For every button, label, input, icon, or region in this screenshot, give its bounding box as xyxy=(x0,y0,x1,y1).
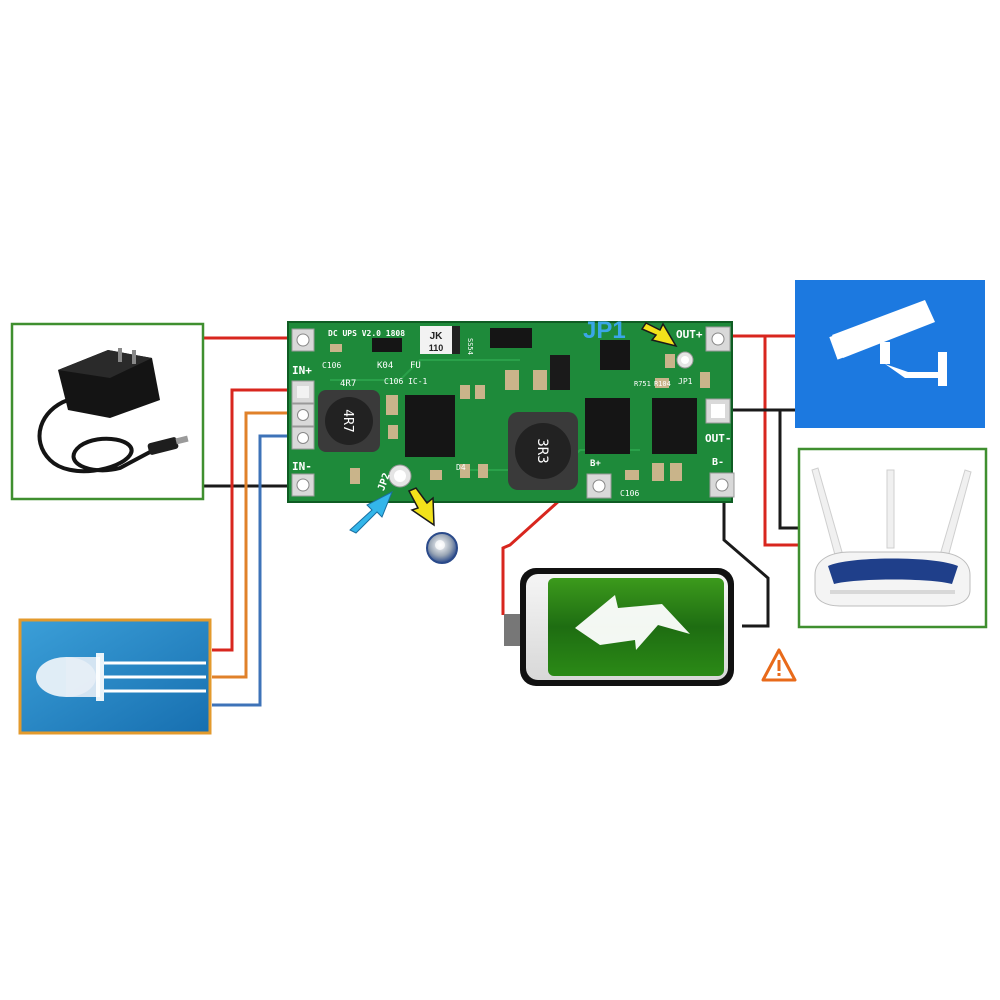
warning-icon xyxy=(761,648,797,682)
label-fu: FU xyxy=(410,361,421,371)
label-ss54: SS54 xyxy=(466,338,474,355)
arrow-yellow-jp2 xyxy=(407,487,435,527)
terminal-in-minus xyxy=(291,473,315,497)
battery-flash-icon xyxy=(575,595,690,650)
label-4r7: 4R7 xyxy=(340,379,356,389)
terminal-b-plus xyxy=(586,473,612,499)
battery xyxy=(504,568,734,686)
terminal-led-header xyxy=(291,380,315,450)
router-icon xyxy=(811,467,972,607)
chip-jk-sublabel: 110 xyxy=(429,343,444,353)
camera-icon xyxy=(829,300,947,386)
camera-panel xyxy=(795,280,985,428)
label-b-plus: B+ xyxy=(590,459,601,469)
label-c106-ic1: C106 IC-1 xyxy=(384,377,428,386)
wire-battery-negative xyxy=(722,487,770,628)
terminal-in-plus xyxy=(291,328,315,352)
label-r751: R751 xyxy=(634,380,651,388)
jumper-jp2 xyxy=(388,464,412,488)
inductor-4r7: 4R7 xyxy=(318,390,380,452)
power-adapter-panel xyxy=(10,322,205,501)
label-b-minus: B- xyxy=(712,457,724,468)
smd-components xyxy=(330,344,710,484)
inductor-3r3: 3R3 xyxy=(508,412,578,490)
label-out-plus: OUT+ xyxy=(676,328,703,341)
terminal-out-plus xyxy=(705,326,731,352)
label-k04: K04 xyxy=(377,361,393,371)
jumper-jp1 xyxy=(676,351,694,369)
chip-jk: JK 110 xyxy=(420,326,460,354)
callout-jp1: JP1 xyxy=(583,317,626,344)
chip-jk-label: JK xyxy=(430,331,444,342)
label-c106-left: C106 xyxy=(322,361,341,370)
label-in-minus: IN- xyxy=(292,460,312,473)
jumper-cap-icon xyxy=(426,532,458,564)
board-title: DC UPS V2.0 1808 xyxy=(328,329,405,338)
inductor-3r3-marking: 3R3 xyxy=(534,438,550,463)
label-in-plus: IN+ xyxy=(292,364,312,377)
inductor-4r7-marking: 4R7 xyxy=(340,409,355,432)
wire-led-orange xyxy=(212,411,298,679)
led-panel xyxy=(18,618,212,735)
label-jp1-small: JP1 xyxy=(678,377,693,386)
adapter-icon xyxy=(37,348,189,474)
router-panel xyxy=(797,447,988,629)
terminal-out-minus xyxy=(705,398,731,424)
arrow-blue-jp2 xyxy=(349,490,393,534)
wire-led-red xyxy=(212,388,298,652)
wire-out-positive-router xyxy=(763,336,800,547)
diode-k04 xyxy=(372,338,402,352)
ic-chips xyxy=(405,328,697,457)
label-c106-right: C106 xyxy=(620,489,639,498)
label-r104: R104 xyxy=(654,380,671,388)
terminal-b-minus xyxy=(709,472,735,498)
arrow-yellow-jp1 xyxy=(640,322,678,348)
wire-out-negative-router xyxy=(778,410,800,530)
ups-board: 4R7 3R3 xyxy=(287,321,735,503)
label-out-minus: OUT- xyxy=(705,432,732,445)
led-icon xyxy=(36,653,206,701)
wires xyxy=(203,334,800,707)
wire-led-blue xyxy=(212,434,298,707)
label-d4: D4 xyxy=(456,463,466,472)
